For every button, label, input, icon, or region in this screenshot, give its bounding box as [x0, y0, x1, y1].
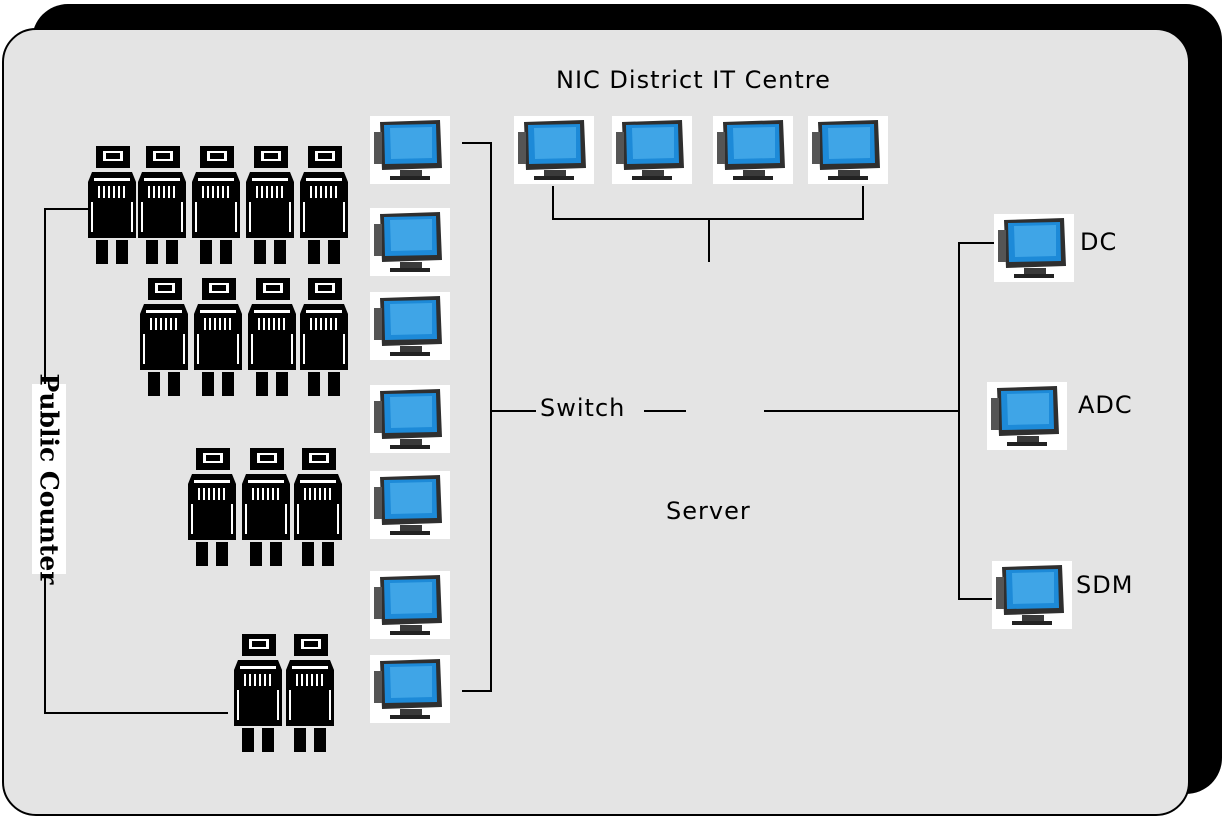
counter-workstation-1	[370, 116, 450, 184]
counter-terminal-3	[192, 146, 240, 264]
counter-terminal-2	[138, 146, 186, 264]
counter-bracket-bottom	[44, 712, 228, 714]
nic-workstation-1	[514, 116, 594, 184]
nic-centre-title: NIC District IT Centre	[556, 66, 831, 94]
counter-terminal-12	[294, 448, 342, 566]
switch-bracket-bottom	[462, 690, 492, 692]
server-label: Server	[666, 497, 751, 525]
terminal-icon	[140, 278, 188, 396]
counter-terminal-1	[88, 146, 136, 264]
terminal-icon	[248, 278, 296, 396]
switch-bracket-vertical	[490, 142, 492, 692]
counter-terminal-7	[194, 278, 242, 396]
monitor-icon	[374, 212, 442, 272]
terminal-icon	[242, 448, 290, 566]
nic-bracket-stem	[708, 220, 710, 262]
official-workstation-1	[994, 214, 1074, 282]
public-counter-label: Public Counter	[34, 373, 64, 585]
official-workstation-3	[992, 561, 1072, 629]
counter-terminal-8	[248, 278, 296, 396]
nic-workstation-2	[612, 116, 692, 184]
monitor-icon	[374, 296, 442, 356]
terminal-icon	[234, 634, 282, 752]
monitor-icon	[518, 120, 586, 180]
terminal-icon	[194, 278, 242, 396]
switch-link-left	[492, 410, 536, 412]
monitor-icon	[998, 218, 1066, 278]
terminal-icon	[286, 634, 334, 752]
counter-terminal-11	[242, 448, 290, 566]
server-officials-link	[764, 410, 960, 412]
monitor-icon	[996, 565, 1064, 625]
counter-terminal-9	[300, 278, 348, 396]
switch-server-link	[644, 410, 686, 412]
official-label-sdm: SDM	[1076, 571, 1134, 599]
monitor-icon	[812, 120, 880, 180]
terminal-icon	[192, 146, 240, 264]
officials-bracket-vertical	[958, 242, 960, 600]
monitor-icon	[717, 120, 785, 180]
monitor-icon	[991, 386, 1059, 446]
public-counter-label-box: Public Counter	[32, 374, 66, 584]
counter-terminal-6	[140, 278, 188, 396]
nic-bracket-left	[552, 186, 554, 220]
monitor-icon	[374, 575, 442, 635]
counter-workstation-5	[370, 471, 450, 539]
counter-terminal-5	[300, 146, 348, 264]
official-label-dc: DC	[1080, 228, 1118, 256]
nic-workstation-3	[713, 116, 793, 184]
monitor-icon	[374, 389, 442, 449]
monitor-icon	[374, 475, 442, 535]
official-label-adc: ADC	[1078, 391, 1133, 419]
counter-workstation-4	[370, 385, 450, 453]
counter-workstation-3	[370, 292, 450, 360]
switch-bracket-top	[462, 142, 492, 144]
monitor-icon	[616, 120, 684, 180]
terminal-icon	[294, 448, 342, 566]
counter-workstation-7	[370, 655, 450, 723]
counter-workstation-6	[370, 571, 450, 639]
nic-bracket-bottom	[552, 218, 864, 220]
terminal-icon	[300, 146, 348, 264]
terminal-icon	[246, 146, 294, 264]
officials-bracket-top	[958, 242, 998, 244]
counter-bracket-top	[44, 208, 88, 210]
switch-label: Switch	[540, 394, 626, 422]
terminal-icon	[88, 146, 136, 264]
counter-terminal-4	[246, 146, 294, 264]
counter-terminal-10	[188, 448, 236, 566]
official-workstation-2	[987, 382, 1067, 450]
nic-bracket-right	[862, 186, 864, 220]
terminal-icon	[188, 448, 236, 566]
nic-workstation-4	[808, 116, 888, 184]
terminal-icon	[138, 146, 186, 264]
monitor-icon	[374, 659, 442, 719]
counter-terminal-14	[286, 634, 334, 752]
monitor-icon	[374, 120, 442, 180]
terminal-icon	[300, 278, 348, 396]
counter-workstation-2	[370, 208, 450, 276]
counter-terminal-13	[234, 634, 282, 752]
officials-bracket-bottom	[958, 598, 994, 600]
